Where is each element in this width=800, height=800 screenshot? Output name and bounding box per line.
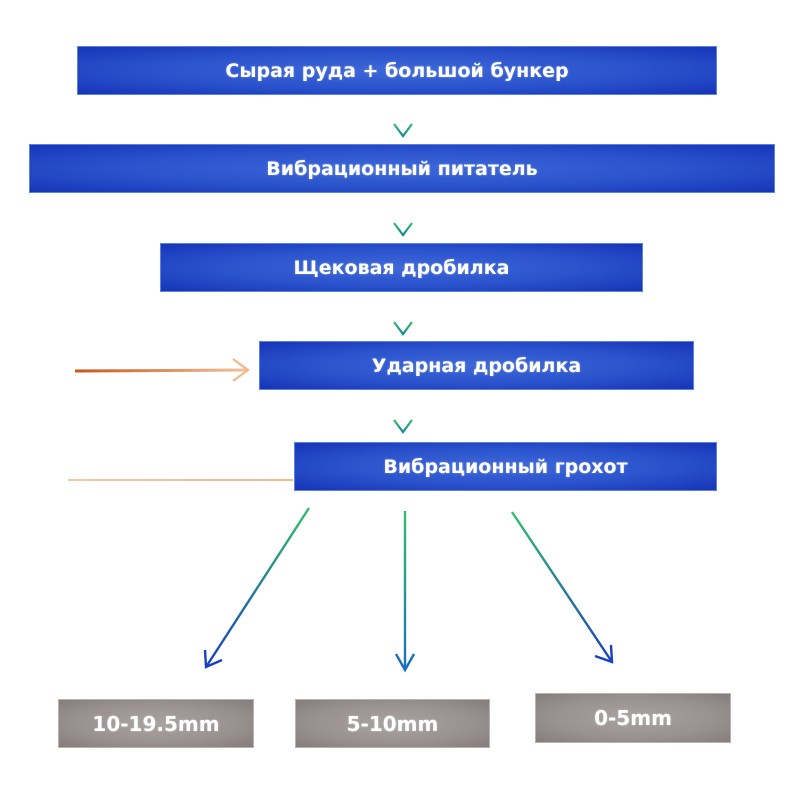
step-label: Щековая дробилка xyxy=(293,256,510,279)
output-10-19-5mm: 10-19.5mm xyxy=(58,699,254,748)
flow-arrow-2 xyxy=(393,201,413,237)
feedback-loop-arrow xyxy=(68,358,293,481)
output-arrow-middle xyxy=(394,511,416,673)
step-jaw-crusher: Щековая дробилка xyxy=(160,243,643,292)
output-5-10mm: 5-10mm xyxy=(295,699,490,748)
flow-arrow-3 xyxy=(393,300,413,336)
step-label: Ударная дробилка xyxy=(371,354,582,377)
output-label: 10-19.5mm xyxy=(92,711,220,736)
flow-arrow-1 xyxy=(393,103,413,138)
step-label: Вибрационный питатель xyxy=(266,157,538,180)
output-arrow-right xyxy=(511,511,614,664)
output-arrow-left xyxy=(203,507,311,669)
output-label: 0-5mm xyxy=(594,706,672,730)
step-label: Сырая руда + большой бункер xyxy=(225,59,569,82)
output-0-5mm: 0-5mm xyxy=(535,693,731,743)
step-vibrating-screen: Вибрационный грохот xyxy=(294,442,717,491)
output-label: 5-10mm xyxy=(346,711,439,736)
step-impact-crusher: Ударная дробилка xyxy=(259,341,694,390)
step-label: Вибрационный грохот xyxy=(383,455,628,478)
step-vibrating-feeder: Вибрационный питатель xyxy=(29,144,775,193)
flow-arrow-4 xyxy=(393,398,413,434)
step-raw-ore-hopper: Сырая руда + большой бункер xyxy=(77,46,717,95)
